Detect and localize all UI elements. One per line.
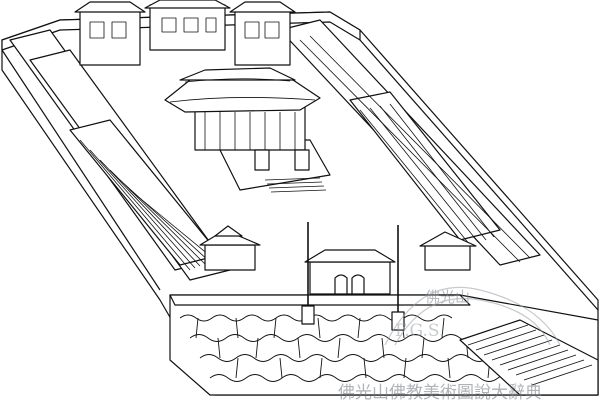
gate-hall bbox=[304, 249, 396, 295]
watermark-seal-middle: F.G.S. bbox=[395, 321, 444, 341]
right-corridor bbox=[279, 19, 541, 266]
right-pavilion bbox=[419, 231, 477, 271]
main-hall bbox=[164, 67, 331, 193]
watermark: 佛光山 F.G.S. 佛光山佛教美術圖說大辭典 bbox=[338, 286, 561, 403]
left-pavilion bbox=[199, 225, 261, 271]
watermark-seal-icon bbox=[384, 286, 561, 346]
rear-buildings bbox=[74, 0, 296, 66]
stone-foundation-wall bbox=[169, 294, 599, 396]
entrance-staircase bbox=[459, 319, 599, 396]
watermark-caption: 佛光山佛教美術圖說大辭典 bbox=[338, 383, 542, 403]
flag-poles bbox=[301, 222, 405, 331]
watermark-seal-top: 佛光山 bbox=[425, 288, 470, 306]
